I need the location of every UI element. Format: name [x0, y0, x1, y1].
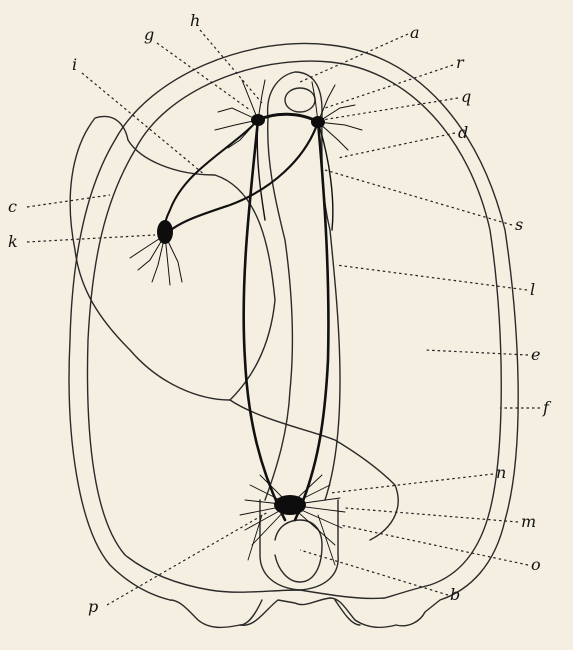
- label-d: d: [458, 123, 468, 142]
- visceral-nerve-fibres: [240, 475, 345, 565]
- scalloped-margin-left: [240, 600, 262, 625]
- leader-o: [340, 525, 528, 565]
- leader-c: [27, 195, 110, 207]
- leader-l: [336, 265, 527, 290]
- label-r: r: [456, 53, 465, 72]
- label-m: m: [521, 512, 536, 531]
- leader-d: [338, 133, 455, 158]
- leader-q: [322, 98, 458, 120]
- leader-m: [345, 508, 518, 522]
- cerebro-visceral-connective-right: [295, 122, 328, 520]
- label-q: q: [461, 87, 471, 106]
- cerebral-ganglion-right: [311, 116, 325, 128]
- nerve-branch-left: [257, 120, 265, 220]
- label-c: c: [8, 197, 17, 216]
- cerebral-commissure: [258, 114, 318, 122]
- visceral-ganglion: [274, 495, 306, 515]
- pedal-connective: [164, 120, 258, 235]
- inner-body-outline: [87, 61, 501, 598]
- label-o: o: [531, 555, 541, 574]
- leader-h: [200, 30, 262, 103]
- pedal-nerve-fibres: [130, 235, 182, 285]
- leader-n: [330, 474, 493, 493]
- label-e: e: [531, 345, 540, 364]
- lower-chamber-inner: [275, 520, 322, 582]
- label-g: g: [144, 25, 154, 44]
- leader-p: [107, 512, 268, 605]
- label-l: l: [530, 280, 535, 299]
- cerebral-ganglion-left: [251, 114, 265, 126]
- leader-a: [300, 34, 408, 82]
- pedal-ganglion: [157, 220, 173, 244]
- leader-b: [300, 550, 448, 595]
- cerebro-visceral-connective-left: [244, 120, 285, 520]
- label-a: a: [410, 23, 420, 42]
- label-f: f: [542, 398, 552, 417]
- label-h: h: [190, 11, 200, 30]
- leader-e: [425, 350, 528, 355]
- leader-s: [325, 170, 512, 225]
- label-n: n: [496, 463, 506, 482]
- outer-body-outline: [69, 43, 518, 627]
- label-p: p: [88, 597, 98, 616]
- label-b: b: [450, 585, 460, 604]
- leader-i: [82, 73, 205, 175]
- siphon-tube-inner: [265, 118, 292, 500]
- label-s: s: [515, 215, 523, 234]
- label-k: k: [8, 232, 18, 251]
- leader-k: [27, 235, 155, 242]
- siphon-opening: [285, 88, 315, 112]
- label-i: i: [72, 55, 77, 74]
